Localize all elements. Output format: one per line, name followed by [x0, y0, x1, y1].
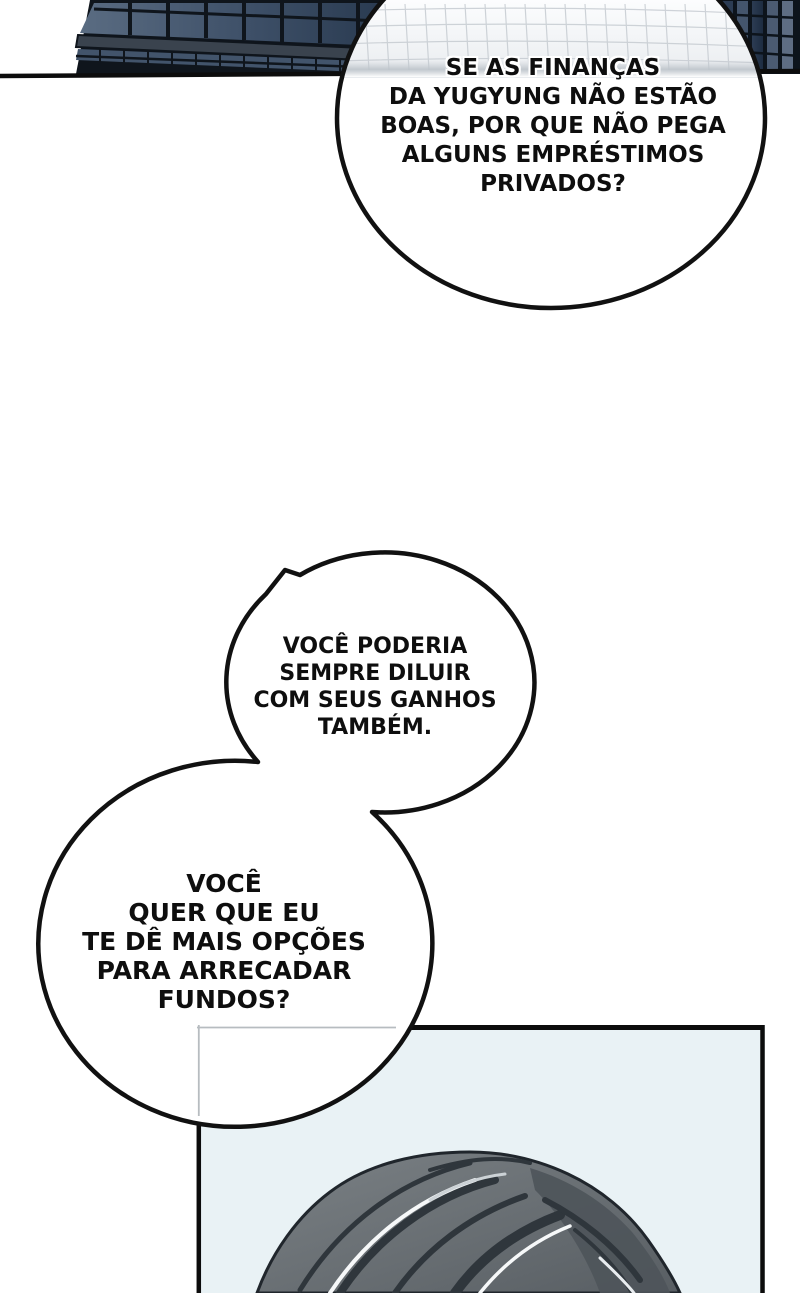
speech-bubble-top — [334, 0, 768, 311]
speech-text-middle: VOCÊ PODERIA SEMPRE DILUIR COM SEUS GANH… — [253, 633, 496, 741]
bubble-line: DA YUGYUNG NÃO ESTÃO — [388, 84, 718, 110]
bubble-line: SEMPRE DILUIR — [279, 661, 471, 686]
bubble-line: PARA ARRECADAR — [96, 956, 352, 985]
building-left-windows — [80, 3, 382, 46]
bubble-line: ALGUNS EMPRÉSTIMOS — [401, 142, 705, 168]
bottom-panel — [196, 1025, 765, 1293]
bubble-line: PRIVADOS? — [480, 171, 626, 197]
bubble-line: SE AS FINANÇAS — [445, 55, 661, 81]
hair-dark-streaks — [297, 1156, 643, 1293]
bubble-line: TE DÊ MAIS OPÇÕES — [82, 927, 366, 956]
speech-bubble-top-outline — [334, 0, 768, 311]
speech-bubble-merged — [36, 550, 537, 1130]
building-left-lower-mullions — [75, 48, 387, 74]
bottom-panel-border-black — [196, 1025, 765, 1293]
bubble-line: COM SEUS GANHOS — [253, 688, 497, 713]
hair-right-shade — [530, 1168, 670, 1293]
facade-bottom-shadow — [337, 60, 765, 77]
speech-text-bottom: VOCÊ QUER QUE EU TE DÊ MAIS OPÇÕES PARA … — [82, 869, 366, 1014]
bubble-line: BOAS, POR QUE NÃO PEGA — [380, 113, 726, 139]
bubble-line: QUER QUE EU — [128, 898, 320, 927]
curved-building-facade — [337, 0, 765, 78]
bubble-line: VOCÊ PODERIA — [282, 634, 468, 659]
building-left — [74, 0, 387, 74]
bubble-line: TAMBÉM. — [317, 715, 433, 740]
character-hair — [255, 1150, 682, 1293]
hair-highlights — [328, 1172, 636, 1293]
bubble-line: VOCÊ — [186, 869, 262, 898]
speech-text-top: SE AS FINANÇAS DA YUGYUNG NÃO ESTÃO BOAS… — [380, 54, 726, 199]
bubble-line: FUNDOS? — [157, 985, 291, 1014]
bottom-panel-border-gray — [197, 1025, 396, 1116]
